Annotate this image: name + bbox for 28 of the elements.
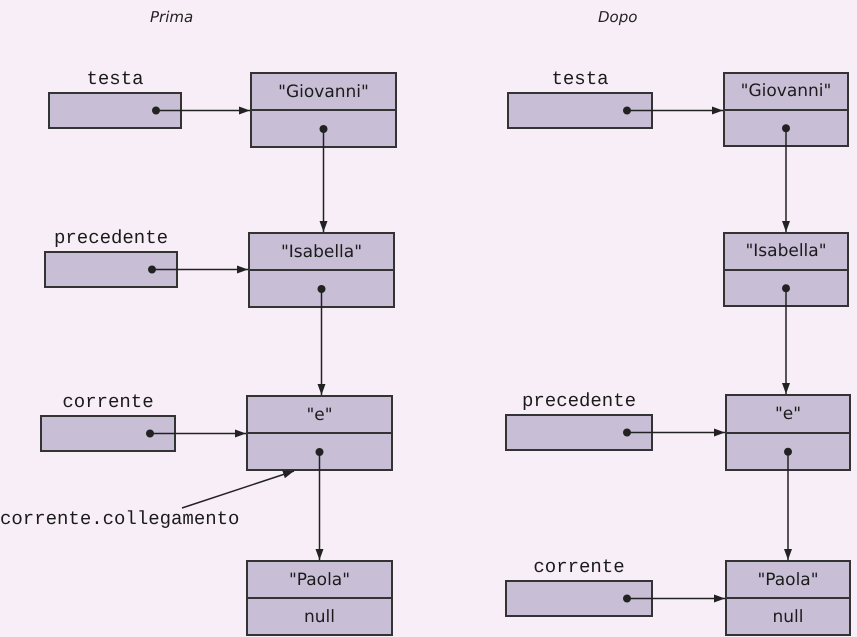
node-value: "e" bbox=[305, 404, 334, 426]
node-value: "Isabella" bbox=[280, 240, 364, 264]
list-node bbox=[723, 72, 849, 147]
list-node bbox=[246, 395, 393, 471]
list-node bbox=[248, 232, 395, 308]
list-node bbox=[250, 72, 397, 148]
list-node bbox=[725, 560, 851, 636]
variable-name: testa bbox=[85, 68, 144, 90]
node-link-value: null bbox=[248, 597, 391, 634]
node-value: "Giovanni" bbox=[277, 80, 370, 104]
variable-name: corrente bbox=[61, 391, 155, 413]
variable-name: precedente bbox=[52, 227, 170, 249]
variable-name: precedente bbox=[520, 390, 638, 412]
node-value: "Paola" bbox=[288, 568, 352, 592]
list-node bbox=[246, 560, 393, 636]
variable-name: corrente bbox=[532, 556, 626, 578]
variable-name: testa bbox=[550, 68, 610, 90]
node-value: "Giovanni" bbox=[740, 80, 832, 104]
list-node bbox=[725, 394, 851, 471]
list-node bbox=[723, 232, 849, 307]
callout-text: corrente.collegamento bbox=[0, 508, 240, 530]
leader-line bbox=[182, 470, 294, 509]
node-value: "Paola" bbox=[756, 568, 820, 592]
node-value: "Isabella" bbox=[744, 240, 828, 264]
panel-heading: Prima bbox=[150, 8, 194, 26]
node-link-value: null bbox=[727, 597, 849, 634]
node-value: "e" bbox=[774, 402, 802, 426]
panel-heading: Dopo bbox=[598, 8, 638, 26]
